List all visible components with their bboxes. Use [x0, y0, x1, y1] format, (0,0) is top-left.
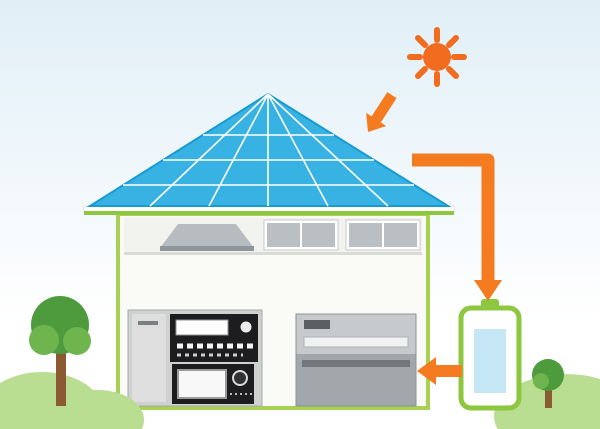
energy-flow-arrows [366, 92, 502, 385]
roof-to-battery-arrow-icon [412, 153, 502, 301]
solar-panel-roof [83, 92, 455, 215]
kitchen-oven-unit [127, 309, 263, 407]
arrow-shaft [371, 92, 397, 124]
window-right [345, 219, 421, 251]
sun-to-roof-arrow-icon [366, 92, 397, 132]
roof-eave-line [84, 211, 454, 215]
window-pane [302, 223, 335, 247]
tree-right [532, 359, 564, 408]
tree-trunk [545, 388, 552, 408]
grid-line [149, 93, 269, 207]
house [116, 212, 430, 410]
dishwasher-control [304, 320, 330, 329]
tree-left [29, 296, 91, 406]
sun-ray [446, 35, 459, 48]
sun-icon [407, 27, 467, 87]
band-shadow-line [124, 252, 422, 255]
range-hood-body [160, 224, 254, 248]
cabinet-handle [138, 321, 158, 325]
bush-left [0, 372, 144, 429]
tree-canopy-highlight [63, 327, 91, 355]
arrow-shaft [412, 153, 495, 282]
dishwasher-outline [295, 313, 417, 407]
sun-rays [407, 27, 467, 87]
range-hood-base [160, 246, 254, 251]
oven-window [177, 369, 227, 399]
oven-dial [232, 370, 248, 386]
storage-battery [458, 299, 522, 411]
dishwasher-handle [302, 360, 410, 367]
sun-ray [446, 66, 459, 79]
control-knob [240, 321, 252, 333]
battery-cell [474, 329, 506, 393]
cabinet-door [132, 314, 166, 402]
window-pane [384, 223, 417, 247]
window-pane [267, 223, 300, 247]
battery-to-appliance-arrow-icon [417, 357, 462, 385]
sun-disc [423, 43, 451, 71]
control-display [175, 319, 229, 336]
window-left [263, 219, 339, 251]
tree-trunk [56, 346, 66, 406]
dishwasher [295, 313, 417, 407]
grid-line [267, 93, 329, 207]
arrow-head [474, 280, 502, 301]
grid-line [267, 93, 389, 207]
sun-ray [415, 35, 428, 48]
arrow-shaft [436, 365, 462, 377]
window-pane [349, 223, 382, 247]
sun-ray [415, 66, 428, 79]
range-hood [160, 224, 254, 251]
dishwasher-slot [303, 336, 409, 348]
bush-mound [52, 390, 144, 429]
tree-canopy-highlight [29, 325, 59, 355]
grid-line [208, 93, 269, 207]
arrow-head [417, 357, 436, 385]
tree-canopy-highlight [533, 373, 549, 389]
solar-grid-lines [123, 93, 414, 207]
arrow-head [366, 112, 387, 132]
